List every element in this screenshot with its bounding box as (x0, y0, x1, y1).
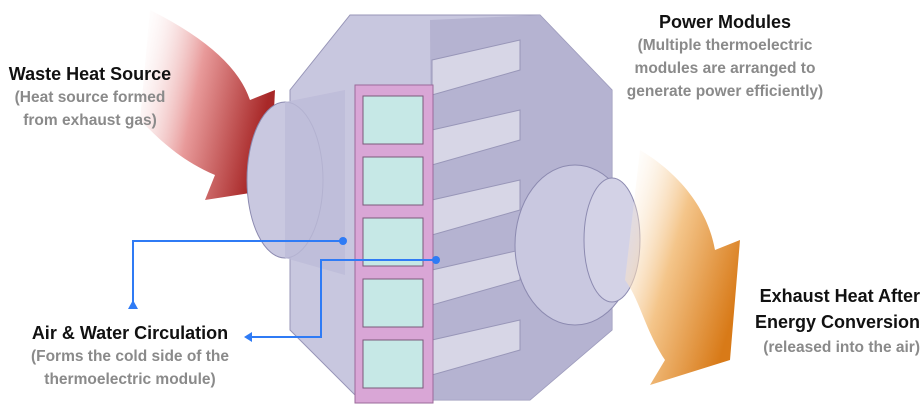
label-desc: (Heat source formed (14, 89, 166, 106)
label-desc: thermoelectric module) (44, 371, 216, 388)
connector-dot (432, 256, 440, 264)
exhaust-heat-arrow (625, 150, 740, 385)
power-modules-label: Power Modules (Multiple thermoelectric m… (610, 11, 840, 103)
label-desc: from exhaust gas) (23, 112, 157, 129)
power-modules-column (354, 84, 434, 404)
label-title: Exhaust Heat After (759, 286, 920, 306)
waste-heat-label: Waste Heat Source (Heat source formed fr… (0, 63, 180, 132)
arrowhead-up-icon (128, 300, 138, 309)
label-title: Power Modules (658, 12, 792, 32)
arrowhead-left-icon (244, 332, 252, 342)
circulation-label: Air & Water Circulation (Forms the cold … (10, 322, 250, 391)
label-title: Energy Conversion (754, 312, 920, 332)
leader-lines (132, 240, 436, 338)
label-desc: generate power efficiently) (626, 83, 824, 100)
waste-heat-arrow (140, 10, 275, 200)
connector-dot (339, 237, 347, 245)
label-desc: (Multiple thermoelectric (637, 37, 813, 54)
label-title: Waste Heat Source (8, 64, 172, 84)
exhaust-label: Exhaust Heat After Energy Conversion (re… (720, 283, 920, 361)
label-desc: (released into the air) (763, 339, 920, 356)
label-desc: (Forms the cold side of the (30, 348, 230, 365)
label-title: Air & Water Circulation (31, 323, 229, 343)
label-desc: modules are arranged to (634, 60, 816, 77)
